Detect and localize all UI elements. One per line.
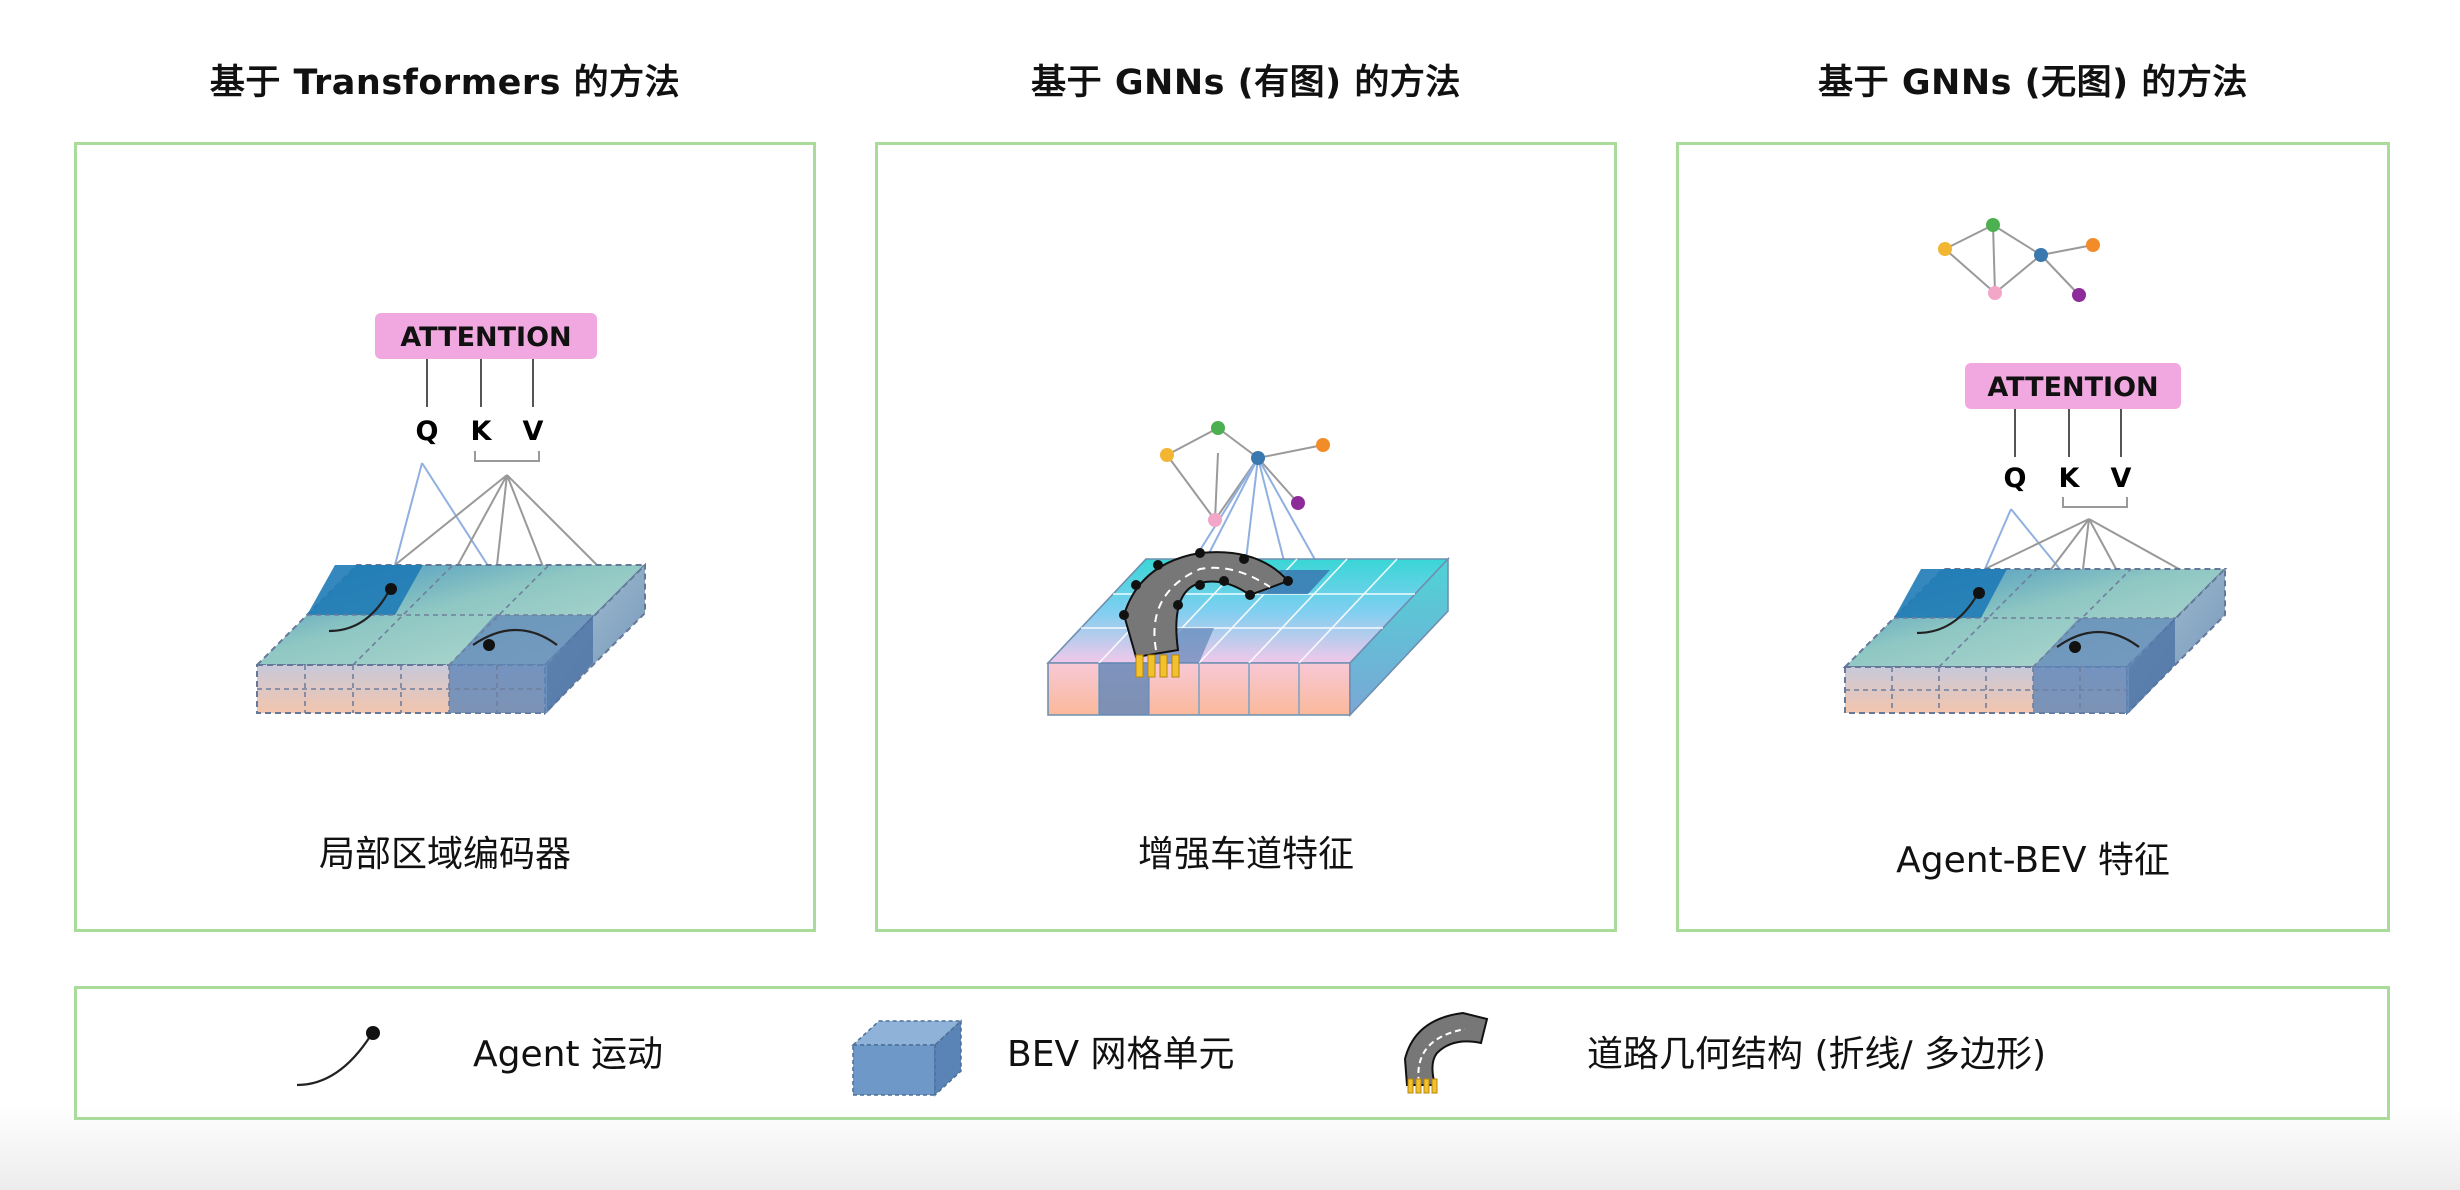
panel-title-transformers: 基于 Transformers 的方法 xyxy=(209,63,681,103)
legend-road-label: 道路几何结构 (折线/ 多边形) xyxy=(1587,1034,2047,1075)
agent-dot xyxy=(2069,641,2081,653)
road-polyline xyxy=(1119,548,1293,678)
agent-dot xyxy=(385,583,397,595)
legend-bev-label: BEV 网格单元 xyxy=(1007,1034,1235,1075)
panel-gnn-mapless: ATTENTION Q K V xyxy=(1676,142,2390,932)
panel-title-gnn-with-map: 基于 GNNs (有图) 的方法 xyxy=(1031,63,1461,103)
k-label: K xyxy=(2059,463,2081,494)
agent-dot xyxy=(1973,587,1985,599)
key-value-lines xyxy=(1984,518,2180,616)
caption-agent-bev: Agent-BEV 特征 xyxy=(1896,840,2170,881)
bev-cell-icon xyxy=(851,1019,963,1097)
attention-box xyxy=(375,313,597,359)
graph-edges xyxy=(1944,224,2094,296)
agent-trajectory xyxy=(2056,630,2140,648)
q-label: Q xyxy=(2004,463,2027,494)
legend-agent-label: Agent 运动 xyxy=(473,1034,664,1075)
v-label: V xyxy=(2111,463,2132,494)
caption-lane-features: 增强车道特征 xyxy=(1137,834,1354,875)
graph-node-purple xyxy=(1291,496,1305,510)
attention-label: ATTENTION xyxy=(400,322,571,353)
agent-trajectory xyxy=(328,590,390,633)
graph-node-green xyxy=(1986,218,2000,232)
graph-node-yellow xyxy=(1938,242,1952,256)
panel-transformers: ATTENTION Q K V xyxy=(74,142,816,932)
graph-node-purple xyxy=(2072,288,2086,302)
graph-node-blue xyxy=(1251,451,1265,465)
gnn-map-diagram xyxy=(1046,421,1450,718)
kv-bracket xyxy=(474,451,540,462)
agent-trajectory xyxy=(1916,594,1978,635)
graph-node-orange xyxy=(1316,438,1330,452)
kv-bracert xyxy=(2062,497,2128,508)
graph-node-yellow xyxy=(1160,448,1174,462)
attention-box xyxy=(1965,363,2181,409)
agent-trajectory xyxy=(472,628,558,646)
graph-node-pink xyxy=(1988,286,2002,300)
q-label: Q xyxy=(416,416,439,447)
graph-node-green xyxy=(1211,421,1225,435)
bev-grid-block xyxy=(1842,566,2228,716)
agent-motion-icon xyxy=(296,1026,380,1087)
legend-icons xyxy=(296,1011,1489,1097)
transformer-diagram: ATTENTION Q K V xyxy=(254,313,648,716)
panel-gnn-with-map: 增强车道特征 xyxy=(875,142,1617,932)
graph-node-blue xyxy=(2034,248,2048,262)
attention-label: ATTENTION xyxy=(1987,372,2158,403)
graph-node-orange xyxy=(2086,238,2100,252)
agent-dot xyxy=(483,639,495,651)
gnn-mapless-diagram: ATTENTION Q K V xyxy=(1842,218,2228,716)
road-geometry-icon xyxy=(1403,1011,1489,1094)
caption-local-encoder: 局部区域编码器 xyxy=(318,834,571,875)
v-label: V xyxy=(523,416,544,447)
legend: Agent 运动 BEV 网格单元 道路几何结构 (折线/ 多边形) xyxy=(74,986,2390,1120)
k-label: K xyxy=(471,416,493,447)
panel-title-gnn-mapless: 基于 GNNs (无图) 的方法 xyxy=(1818,63,2248,103)
graph-node-pink xyxy=(1208,513,1222,527)
bev-grid-block xyxy=(254,562,648,716)
